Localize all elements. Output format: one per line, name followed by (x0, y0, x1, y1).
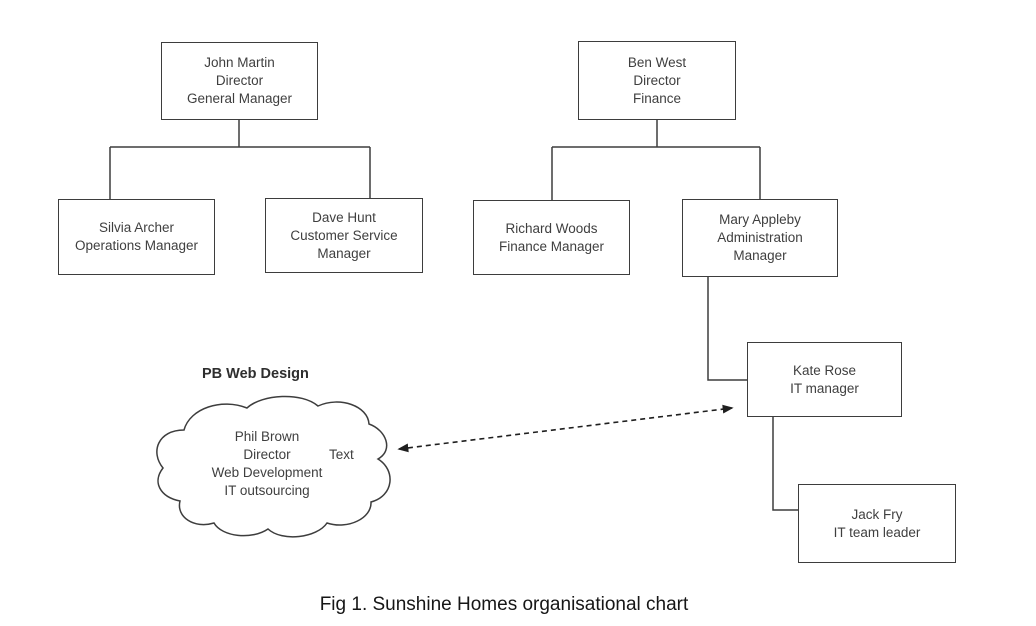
node-line: Operations Manager (74, 238, 199, 253)
node-line: Dave Hunt (312, 209, 376, 225)
connector-kate-to-jack (772, 417, 798, 511)
org-node-kate-rose: Kate Rose IT manager (747, 342, 902, 417)
node-line: Finance (632, 90, 682, 106)
node-line: Director (215, 73, 264, 88)
node-line: IT team leader (833, 524, 921, 540)
connector-ben-to-children (551, 120, 761, 200)
cloud-title: PB Web Design (202, 366, 309, 382)
node-line: Kate Rose (792, 362, 857, 378)
figure-caption: Fig 1. Sunshine Homes organisational cha… (319, 594, 689, 615)
node-line: Manager (733, 248, 787, 263)
node-line: Silvia Archer (98, 220, 175, 235)
cloud-shape (156, 395, 391, 538)
connector-mary-to-kate (707, 277, 747, 381)
node-line: Finance Manager (498, 238, 605, 254)
org-node-jack-fry: Jack Fry IT team leader (798, 484, 956, 563)
cloud-line: IT outsourcing (224, 483, 310, 498)
node-line: Manager (317, 245, 371, 261)
node-line: Ben West (627, 54, 687, 70)
org-node-dave-hunt: Dave Hunt Customer Service Manager (265, 198, 423, 273)
node-line: Richard Woods (505, 220, 598, 236)
org-node-john-martin: John Martin Director General Manager (161, 42, 318, 120)
node-line: Customer Service (290, 227, 398, 243)
cloud-content: Phil Brown Director Web Development IT o… (188, 428, 346, 500)
node-line: Jack Fry (851, 506, 903, 522)
connector-john-to-children (109, 120, 371, 199)
node-line: General Manager (186, 91, 293, 106)
node-line: John Martin (204, 55, 275, 70)
node-line: Director (633, 72, 681, 88)
node-line: Administration (717, 230, 803, 245)
org-node-mary-appleby: Mary Appleby Administration Manager (682, 199, 838, 277)
dashed-arrow (397, 404, 734, 453)
cloud-line: Web Development (211, 465, 323, 480)
cloud-line: Director (243, 447, 291, 462)
org-node-silvia-archer: Silvia Archer Operations Manager (58, 199, 215, 275)
text-placeholder-label: Text (329, 447, 354, 462)
node-line: Mary Appleby (719, 212, 801, 227)
cloud-line: Phil Brown (234, 429, 300, 444)
org-node-ben-west: Ben West Director Finance (578, 41, 736, 120)
node-line: IT manager (790, 380, 859, 396)
org-node-richard-woods: Richard Woods Finance Manager (473, 200, 630, 275)
